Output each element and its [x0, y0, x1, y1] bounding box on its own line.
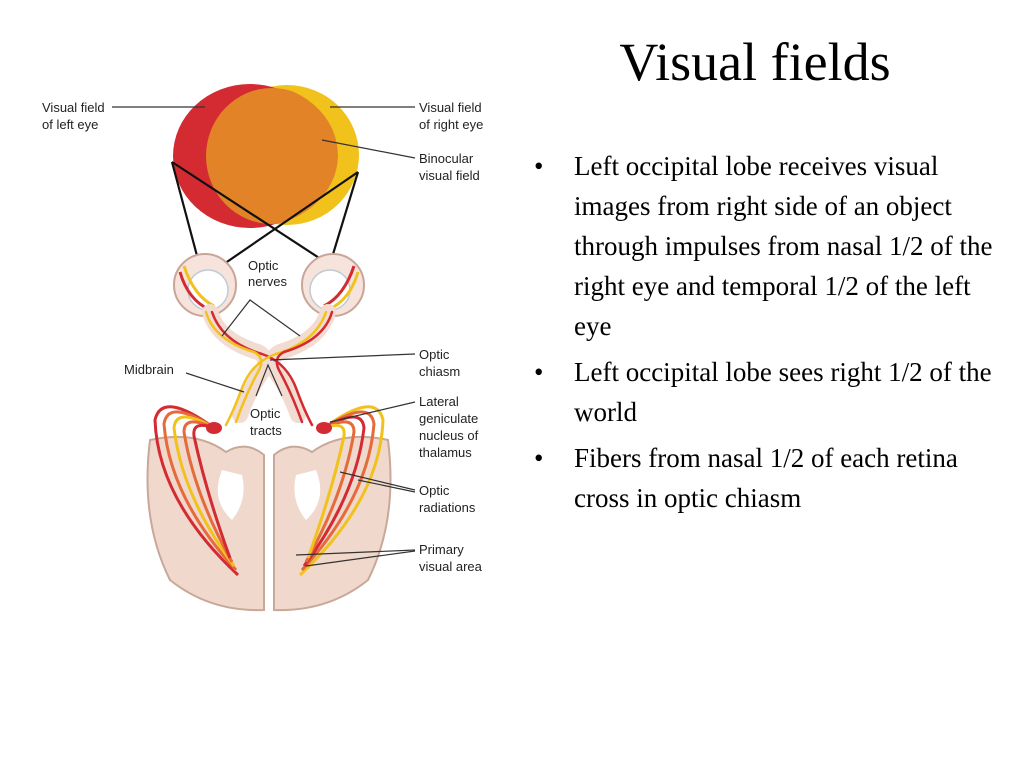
label-midbrain: Midbrain: [124, 362, 174, 377]
visual-pathway-diagram: Visual field of left eye Visual field of…: [42, 84, 483, 612]
label-optic-chiasm-2: chiasm: [419, 364, 460, 379]
label-visual-field-left-eye-2: of left eye: [42, 117, 98, 132]
label-binocular-field: Binocular: [419, 151, 474, 166]
binocular-visual-field: [206, 88, 338, 224]
lateral-geniculate-nuclei: [206, 422, 332, 434]
label-lgn-3: nucleus of: [419, 428, 479, 443]
label-optic-tracts: Optic: [250, 406, 281, 421]
bullet-marker: •: [534, 151, 544, 181]
label-visual-field-left-eye: Visual field: [42, 100, 105, 115]
diagram-labels: Visual field of left eye Visual field of…: [42, 100, 483, 574]
bullet-text: Left occipital lobe receives visual imag…: [574, 151, 993, 341]
label-optic-nerves-2: nerves: [248, 274, 288, 289]
label-optic-radiations-2: radiations: [419, 500, 476, 515]
label-binocular-field-2: visual field: [419, 168, 480, 183]
bullet-item: • Left occipital lobe sees right 1/2 of …: [534, 352, 994, 432]
label-optic-chiasm: Optic: [419, 347, 450, 362]
label-primary-visual-area: Primary: [419, 542, 464, 557]
optic-nerves-and-tracts: [202, 304, 336, 427]
label-visual-field-right-eye-2: of right eye: [419, 117, 483, 132]
bullet-list: • Left occipital lobe receives visual im…: [534, 146, 994, 524]
visual-fields: [173, 84, 359, 228]
label-visual-field-right-eye: Visual field: [419, 100, 482, 115]
right-eyeball: [301, 253, 365, 317]
bullet-item: • Fibers from nasal 1/2 of each retina c…: [534, 438, 994, 518]
bullet-marker: •: [534, 443, 544, 473]
leader-lines: [112, 106, 416, 567]
label-optic-tracts-2: tracts: [250, 423, 282, 438]
right-optic-radiation: [298, 405, 385, 577]
label-primary-visual-area-2: visual area: [419, 559, 483, 574]
bullet-marker: •: [534, 357, 544, 387]
label-optic-nerves: Optic: [248, 258, 279, 273]
left-optic-radiation: [153, 405, 240, 577]
bullet-item: • Left occipital lobe receives visual im…: [534, 146, 994, 346]
slide-title: Visual fields: [619, 32, 891, 92]
label-lgn-4: thalamus: [419, 445, 472, 460]
label-lgn: Lateral: [419, 394, 459, 409]
brain-cross-section: [146, 435, 392, 612]
label-lgn-2: geniculate: [419, 411, 478, 426]
label-optic-radiations: Optic: [419, 483, 450, 498]
bullet-text: Fibers from nasal 1/2 of each retina cro…: [574, 443, 958, 513]
bullet-text: Left occipital lobe sees right 1/2 of th…: [574, 357, 992, 427]
